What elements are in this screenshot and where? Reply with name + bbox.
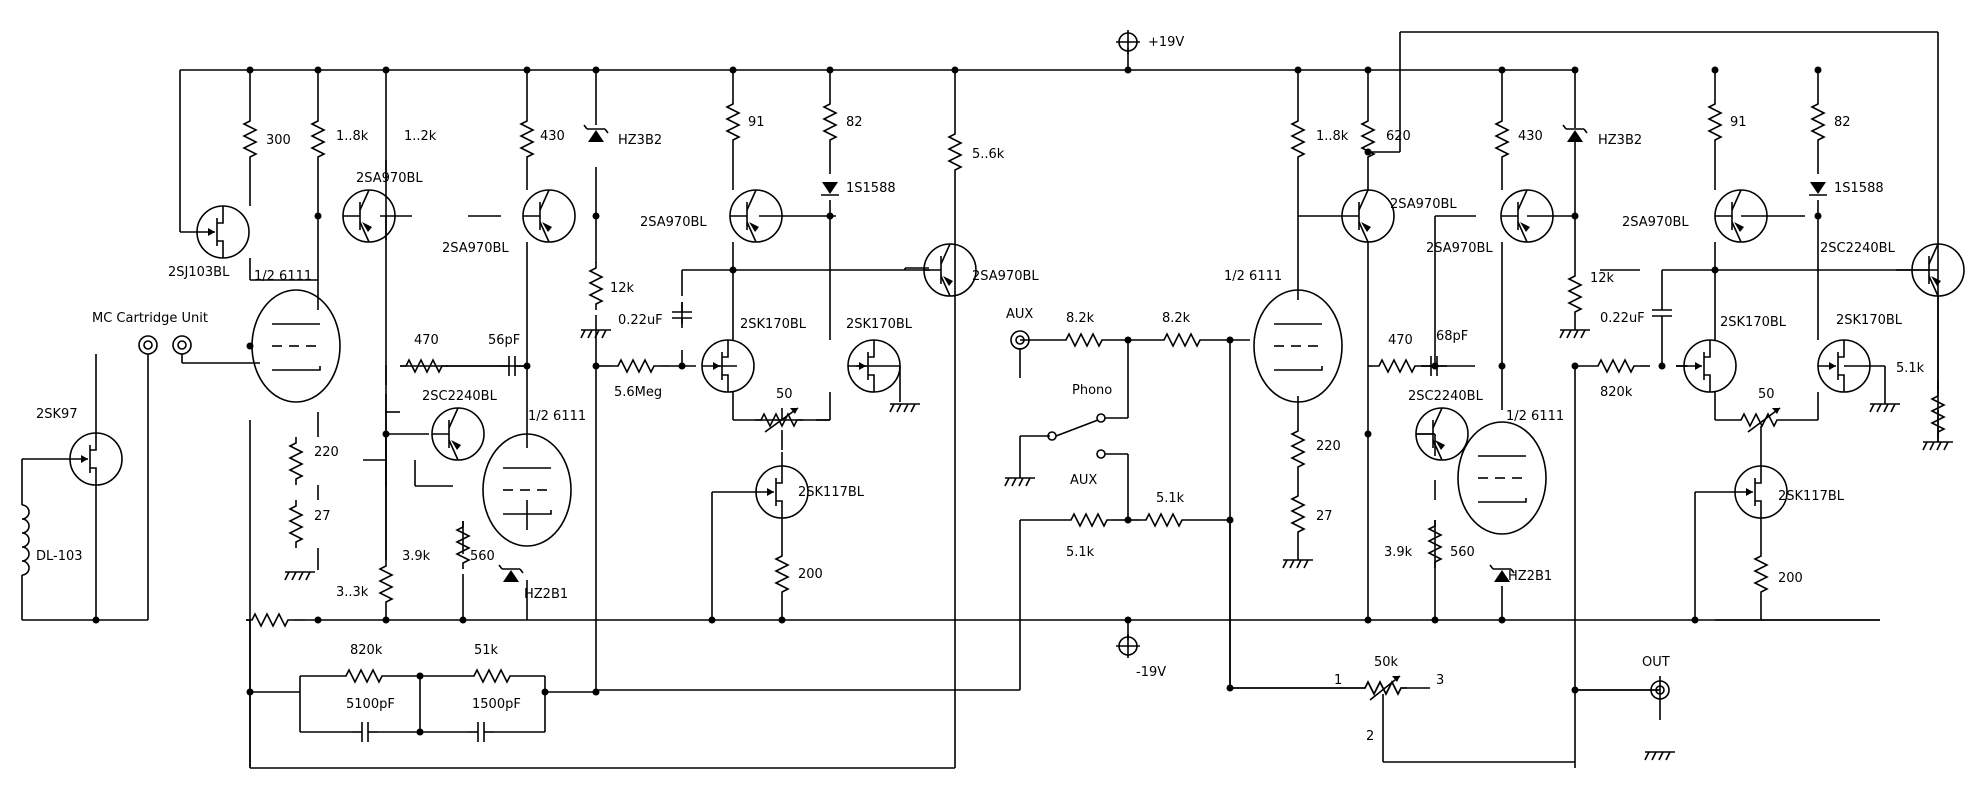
r-c68-label: 68pF xyxy=(1436,329,1468,344)
volume-value-label: 50k xyxy=(1374,655,1399,670)
right-pot-50 xyxy=(1735,407,1787,433)
input-wiring xyxy=(21,354,260,621)
q-a970-out-label: 2SA970BL xyxy=(972,269,1039,284)
right-labels: 1/2 6111 1..8k 620 2SA970BL 430 HZ3B2 91… xyxy=(1224,115,1925,586)
r820k-label: 820k xyxy=(350,643,383,658)
r-r27-label: 27 xyxy=(1316,509,1333,524)
diode-label: 1S1588 xyxy=(846,181,896,196)
r-c022-label: 0.22uF xyxy=(1600,311,1645,326)
r-r470-label: 470 xyxy=(1388,333,1413,348)
r-zener-top-label: HZ3B2 xyxy=(1598,133,1642,148)
q-sj-label: 2SJ103BL xyxy=(168,265,230,280)
tube1-label: 1/2 6111 xyxy=(254,269,312,284)
r560-label: 560 xyxy=(470,549,495,564)
r12k-label: 12k xyxy=(610,281,635,296)
r-zener-bot-label: HZ2B1 xyxy=(1508,569,1552,584)
r-q-k117-label: 2SK117BL xyxy=(1778,489,1845,504)
q-c2240-label: 2SC2240BL xyxy=(422,389,498,404)
left-wiring xyxy=(179,70,1065,769)
q-a970-3-label: 2SA970BL xyxy=(640,215,707,230)
neg-supply-label: -19V xyxy=(1136,665,1166,680)
r-r220-label: 220 xyxy=(1316,439,1341,454)
r5-1a-label: 5.1k xyxy=(1066,545,1095,560)
r1-8k-label: 1..8k xyxy=(336,129,369,144)
volume-pin2-label: 2 xyxy=(1366,729,1374,744)
r-r3-9k-label: 3.9k xyxy=(1384,545,1413,560)
r-q-c2240-label: 2SC2240BL xyxy=(1408,389,1484,404)
r300-label: 300 xyxy=(266,133,291,148)
r-q-a970-1-label: 2SA970BL xyxy=(1390,197,1457,212)
left-labels: 300 1..8k 1..2k 430 HZ3B2 91 82 1S1588 5… xyxy=(168,115,1039,712)
r3-9k-label: 3.9k xyxy=(402,549,431,564)
c56-label: 56pF xyxy=(488,333,520,348)
right-dots xyxy=(1226,66,1822,694)
r-q-c2240-out-label: 2SC2240BL xyxy=(1820,241,1896,256)
r-r91-label: 91 xyxy=(1730,115,1747,130)
r220-label: 220 xyxy=(314,445,339,460)
r-r560-label: 560 xyxy=(1450,545,1475,560)
r-q-k170b-label: 2SK170BL xyxy=(1836,313,1903,328)
r-r5-1k-label: 5.1k xyxy=(1896,361,1925,376)
r-pot50-label: 50 xyxy=(1758,387,1775,402)
c022-label: 0.22uF xyxy=(618,313,663,328)
r51k-label: 51k xyxy=(474,643,499,658)
q-k117-label: 2SK117BL xyxy=(798,485,865,500)
tube2-label: 1/2 6111 xyxy=(528,409,586,424)
left-dots xyxy=(92,66,1132,736)
pos-supply-label: +19V xyxy=(1148,35,1184,50)
r91-label: 91 xyxy=(748,115,765,130)
q-a970-2-label: 2SA970BL xyxy=(442,241,509,256)
r-q-k170a-label: 2SK170BL xyxy=(1720,315,1787,330)
q-k170b-label: 2SK170BL xyxy=(846,317,913,332)
r-r82-label: 82 xyxy=(1834,115,1851,130)
r-tube2-label: 1/2 6111 xyxy=(1506,409,1564,424)
output-label: OUT xyxy=(1642,655,1670,670)
c5100-label: 5100pF xyxy=(346,697,395,712)
aux-label: AUX xyxy=(1006,307,1033,322)
r-tube1-label: 1/2 6111 xyxy=(1224,269,1282,284)
volume-pot xyxy=(1359,675,1407,701)
zener-top-label: HZ3B2 xyxy=(618,133,662,148)
cartridge-coil xyxy=(21,504,30,576)
r5-6meg-label: 5.6Meg xyxy=(614,385,662,400)
r-diode-label: 1S1588 xyxy=(1834,181,1884,196)
r470-label: 470 xyxy=(414,333,439,348)
r5-6k-label: 5..6k xyxy=(972,147,1005,162)
r8-2a-label: 8.2k xyxy=(1066,311,1095,326)
aux2-label: AUX xyxy=(1070,473,1097,488)
r-r200-label: 200 xyxy=(1778,571,1803,586)
selector-wiring xyxy=(1019,339,1230,521)
r3-3k-label: 3..3k xyxy=(336,585,369,600)
q-a970-1-label: 2SA970BL xyxy=(356,171,423,186)
r430-label: 430 xyxy=(540,129,565,144)
r200-label: 200 xyxy=(798,567,823,582)
r27-label: 27 xyxy=(314,509,331,524)
c1500-label: 1500pF xyxy=(472,697,521,712)
r-r12k-label: 12k xyxy=(1590,271,1615,286)
zener-bot-label: HZ2B1 xyxy=(524,587,568,602)
r-r820k-label: 820k xyxy=(1600,385,1633,400)
phono-label: Phono xyxy=(1072,383,1112,398)
cartridge-label: DL-103 xyxy=(36,549,83,564)
supply-rails xyxy=(180,30,1880,658)
pot50-label: 50 xyxy=(776,387,793,402)
r1-2k-label: 1..2k xyxy=(404,129,437,144)
input-unit-title: MC Cartridge Unit xyxy=(92,311,208,326)
r8-2b-label: 8.2k xyxy=(1162,311,1191,326)
r5-1b-label: 5.1k xyxy=(1156,491,1185,506)
r-q-a970-3-label: 2SA970BL xyxy=(1622,215,1689,230)
r-r430-label: 430 xyxy=(1518,129,1543,144)
r-q-a970-2-label: 2SA970BL xyxy=(1426,241,1493,256)
r-r620-label: 620 xyxy=(1386,129,1411,144)
volume-pin1-label: 1 xyxy=(1334,673,1342,688)
left-pot-50 xyxy=(755,407,803,433)
q-k170a-label: 2SK170BL xyxy=(740,317,807,332)
input-jfet-label: 2SK97 xyxy=(36,407,78,422)
r-r1-8k-label: 1..8k xyxy=(1316,129,1349,144)
volume-pin3-label: 3 xyxy=(1436,673,1444,688)
r82-label: 82 xyxy=(846,115,863,130)
